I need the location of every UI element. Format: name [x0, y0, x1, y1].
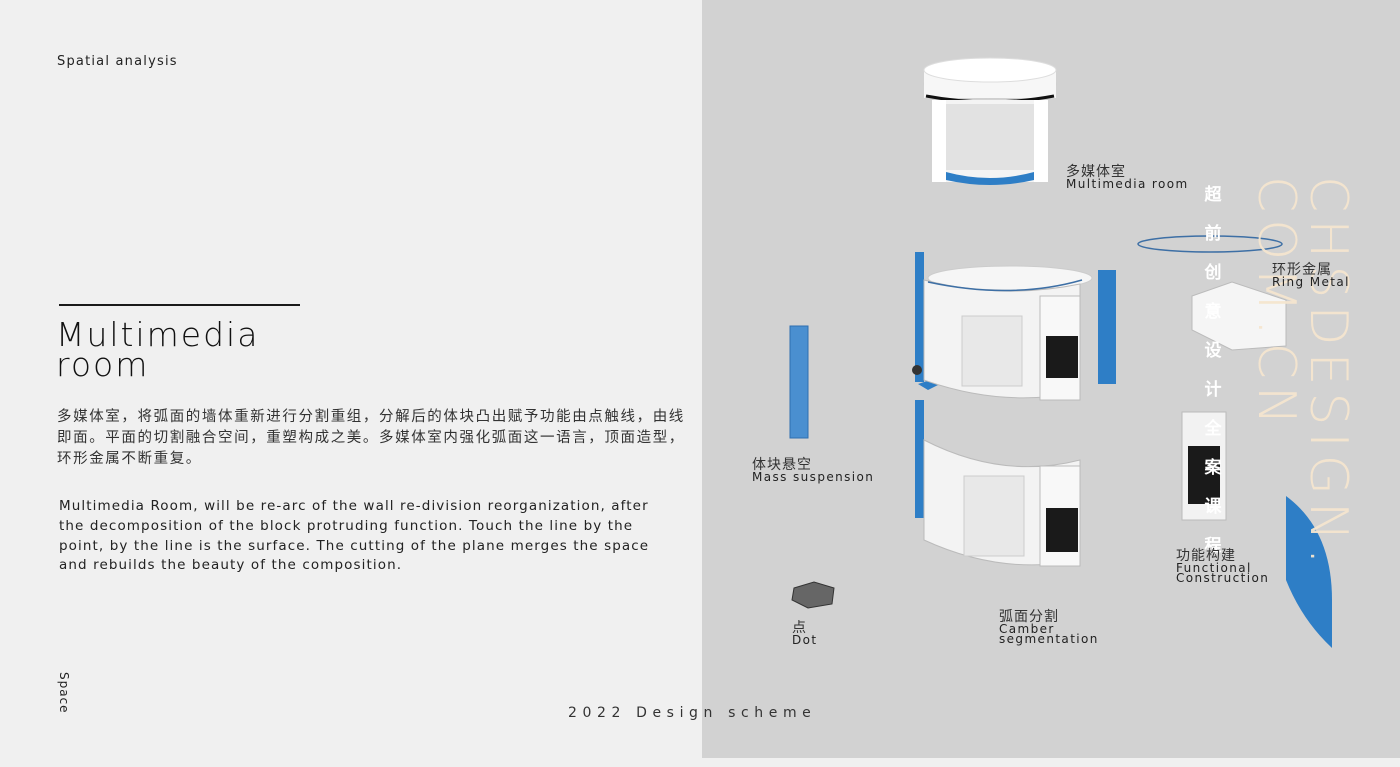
- title-line-2: room: [56, 345, 150, 384]
- watermark-char: 前: [1204, 224, 1222, 244]
- multimedia-room-module: [923, 57, 1057, 185]
- title-line-1: Multimedia: [56, 315, 260, 354]
- section-label: Spatial analysis: [57, 54, 178, 69]
- label-multimedia: 多媒体室 Multimedia room: [1066, 164, 1189, 191]
- label-mass-cn: 体块悬空: [752, 457, 812, 473]
- label-camber-cn: 弧面分割: [999, 609, 1059, 625]
- english-description: Multimedia Room, will be re-arc of the w…: [59, 498, 650, 574]
- label-mass-en: Mass suspension: [752, 470, 875, 484]
- watermark-char: 意: [1204, 302, 1222, 322]
- functional-cabinet-screen: [1188, 446, 1220, 504]
- title-divider: [59, 304, 300, 306]
- label-functional-en1: Functional: [1176, 561, 1252, 575]
- label-ring-en: Ring Metal: [1272, 275, 1350, 289]
- watermark-en-2: COM.CN: [1246, 176, 1306, 432]
- footer-text: 2022 Design scheme: [568, 705, 817, 721]
- dot-stone: [791, 581, 835, 609]
- label-camber: 弧面分割 Camber segmentation: [999, 609, 1099, 646]
- watermark-char: 全: [1204, 419, 1222, 439]
- label-ring-metal: 环形金属 Ring Metal: [1272, 262, 1350, 289]
- watermark-char: 设: [1204, 341, 1222, 361]
- watermark-cn: 超 前 创 意 设 计 全 案 课 程: [1198, 176, 1228, 566]
- watermark-char: 课: [1204, 497, 1222, 517]
- label-functional: 功能构建 Functional Construction: [1176, 548, 1270, 585]
- label-camber-en2: segmentation: [999, 632, 1099, 646]
- label-dot: 点 Dot: [792, 620, 818, 647]
- mass-suspension-bar: [789, 325, 809, 439]
- left-panel: Spatial analysis Multimedia room 多媒体室，将弧…: [56, 54, 685, 714]
- label-camber-en1: Camber: [999, 622, 1055, 636]
- watermark-char: 计: [1204, 380, 1222, 400]
- watermark-char: 程: [1204, 536, 1222, 556]
- chinese-description: 多媒体室，将弧面的墙体重新进行分割重组，分解后的体块凸出赋予功能由点触线，由线即…: [57, 409, 685, 467]
- functional-block-top: [1191, 281, 1287, 351]
- page-title: Multimedia room: [56, 315, 260, 384]
- watermark-char: 创: [1204, 263, 1222, 283]
- label-mass-suspension: 体块悬空 Mass suspension: [752, 457, 875, 484]
- label-functional-cn: 功能构建: [1176, 548, 1236, 564]
- middle-block: [912, 252, 1116, 401]
- watermark-en-1: CHSDESIGN.: [1298, 176, 1358, 572]
- ring-metal-shape: [1137, 235, 1283, 253]
- label-multimedia-en: Multimedia room: [1066, 177, 1189, 191]
- side-label: Space: [57, 672, 71, 714]
- label-multimedia-cn: 多媒体室: [1066, 164, 1126, 180]
- lower-block: [915, 400, 1081, 567]
- label-ring-cn: 环形金属: [1272, 262, 1332, 278]
- label-dot-cn: 点: [792, 620, 807, 636]
- exploded-diagram: [789, 57, 1332, 648]
- label-functional-en2: Construction: [1176, 571, 1270, 585]
- camber-panel: [1286, 496, 1332, 648]
- watermark-char: 案: [1204, 458, 1222, 478]
- watermark-char: 超: [1204, 185, 1222, 205]
- label-dot-en: Dot: [792, 633, 818, 647]
